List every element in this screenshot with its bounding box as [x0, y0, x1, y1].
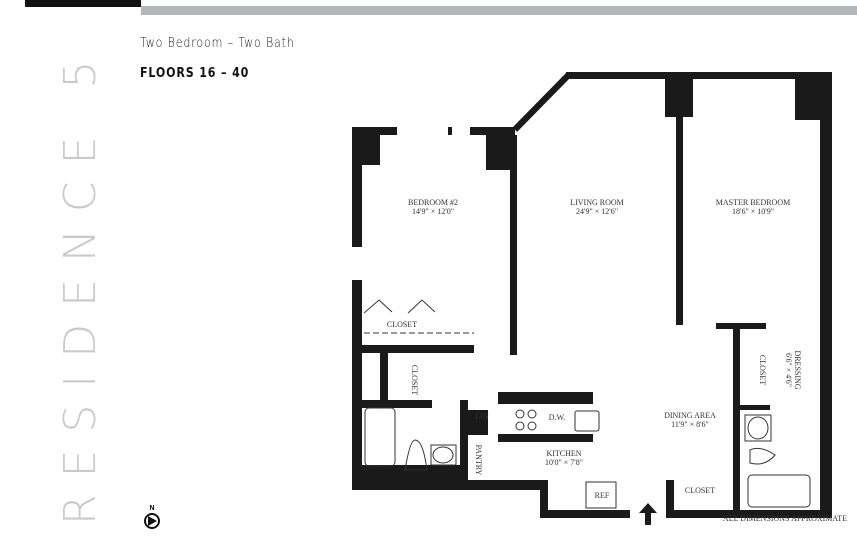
svg-text:N: N [149, 505, 154, 512]
windows [448, 72, 779, 135]
north-icon: N [144, 505, 160, 529]
unit-type: Two Bedroom – Two Bath [140, 36, 295, 51]
bedroom2-label: BEDROOM #2 [408, 198, 458, 207]
dining-area-label: DINING AREA [664, 411, 716, 420]
master-bedroom-label: MASTER BEDROOM [716, 198, 790, 207]
kitchen-label: KITCHEN [546, 449, 581, 458]
living-room-dims: 24'9" × 12'6" [576, 207, 618, 216]
closet-label: CLOSET [685, 486, 715, 495]
ref-label: REF [595, 491, 610, 500]
dressing-label: DRESSING [793, 350, 802, 389]
dining-area-dims: 11'9" × 8'6" [671, 420, 709, 429]
kitchen-dims: 10'0" × 7'8" [545, 458, 583, 467]
header-bar-black [25, 0, 141, 7]
header-bar-grey [141, 6, 857, 15]
dimensions-note: ALL DIMENSIONS APPROXIMATE [723, 514, 847, 523]
floors-range: FLOORS 16 – 40 [140, 66, 250, 81]
closet-label: CLOSET [410, 365, 419, 395]
fixtures [363, 299, 811, 509]
pantry-label: PANTRY [474, 445, 483, 476]
dressing-dims: 6'6" × 4'6" [784, 353, 793, 387]
closet-label: CLOSET [387, 320, 417, 329]
entry-arrow-icon [639, 503, 657, 525]
master-bedroom-dims: 18'6" × 10'9" [732, 207, 774, 216]
walls [352, 72, 832, 518]
linen-label: LIN [475, 412, 489, 421]
dishwasher-label: D.W. [549, 413, 566, 422]
closet-label: CLOSET [758, 355, 767, 385]
living-room-label: LIVING ROOM [570, 198, 624, 207]
bedroom2-dims: 14'9" × 12'0" [412, 207, 454, 216]
